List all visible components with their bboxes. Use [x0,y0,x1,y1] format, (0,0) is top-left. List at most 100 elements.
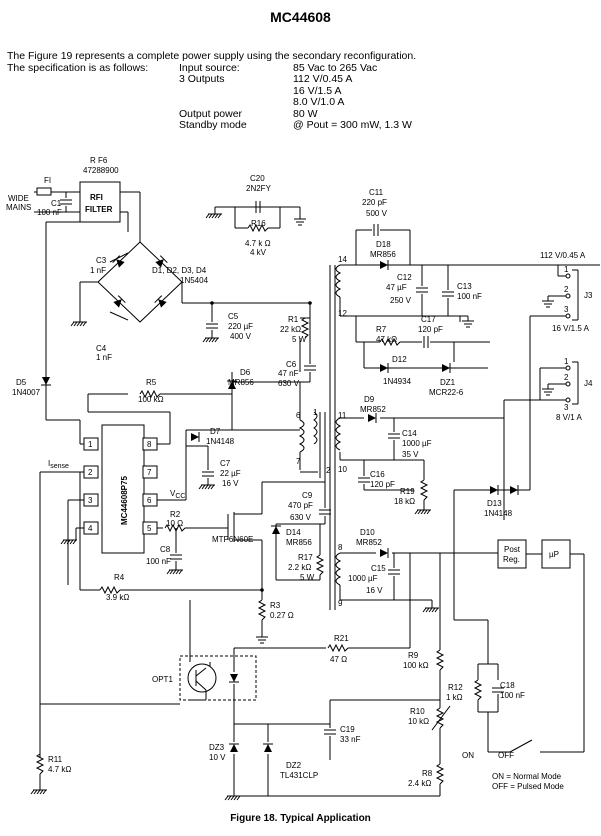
label-r17-value2: 5 W [300,573,315,582]
label-c3-value: 1 nF [90,266,106,275]
label-c19: C19 [340,725,355,734]
bridge-rectifier: C3 1 nF C4 1 nF D1, D2, D3, D4 1N5404 [70,241,310,362]
label-rf6: R F6 [90,156,108,165]
diode-d13 [489,484,499,496]
label-out-8v: 8 V/1 A [556,413,582,422]
resistor-r17 [316,554,324,576]
label-c20: C20 [250,174,265,183]
diode-d14 [270,525,282,535]
label-d12: D12 [392,355,407,364]
label-r11: R11 [48,755,63,764]
label-r10-value: 10 kΩ [408,717,429,726]
label-c1: C1 [51,199,62,208]
label-pin2: 2 [88,468,93,477]
diode-d12 [379,362,389,374]
label-c8-value: 100 nF [146,557,171,566]
label-pin7: 7 [147,468,152,477]
label-r5: R5 [146,378,157,387]
spec-value: 85 Vac to 265 Vac [293,61,378,74]
label-c1-value: 100 nF [37,208,62,217]
label-d18-value: MR856 [370,250,396,259]
label-c11: C11 [369,188,384,197]
label-ic: MC44608P75 [120,476,129,525]
connectors: 112 V/0.45 A 16 V/1.5 A 8 V/1 A J3 J4 1 … [503,251,593,422]
intro-sentence: The Figure 19 represents a complete powe… [7,50,417,62]
standby-control: R7 47 kΩ C17 120 pF D12 1N4934 DZ1 MCR22… [355,315,490,397]
spec-row: The specification is as follows:Input so… [7,61,416,75]
diode-d7 [190,431,200,443]
label-j3-pin1: 1 [564,265,569,274]
label-d10-value: MR852 [356,538,382,547]
label-d1-d4-value: 1N5404 [180,276,209,285]
input-section: FI WIDE MAINS C1 100 nF R F6 47288900 RF… [6,156,141,374]
label-j3-pin2: 2 [564,285,569,294]
page-title: MC44608 [270,9,331,25]
label-w7: 7 [296,457,301,466]
label-d13: D13 [487,499,502,508]
label-pin1: 1 [88,440,93,449]
label-c14: C14 [402,429,417,438]
mode-switch[interactable] [509,739,533,753]
label-c7-value2: 16 V [222,479,239,488]
label-j3: J3 [584,291,593,300]
label-r12-value: 1 kΩ [446,693,463,702]
label-w10: 10 [338,465,347,474]
label-c13-value: 100 nF [457,292,482,301]
resistor-r9 [436,649,444,671]
label-r19: R19 [400,487,415,496]
label-reg: Reg. [503,555,520,564]
spec-name: Input source: [179,61,240,74]
snubber-section: R1 22 kΩ 5 W C6 47 nF 630 V D6 MR856 [226,301,317,430]
spec-value: 112 V/0.45 A [293,73,353,85]
label-c14-value1: 1000 µF [402,439,432,448]
label-r1-value2: 5 W [292,335,307,344]
zener-dz2 [262,743,274,753]
label-rf6-value: 47288900 [83,166,119,175]
label-r1-value1: 22 kΩ [280,325,301,334]
label-c15-value1: 1000 µF [348,574,378,583]
mosfet-section: MTP6N60E C9 470 pF 630 V D14 MR856 R17 2… [79,472,332,644]
label-out-112v: 112 V/0.45 A [540,251,586,260]
diode-d9 [367,412,377,424]
label-opt1: OPT1 [152,675,173,684]
c5-section: C5 220 µF 400 V [202,301,253,343]
label-c9-value2: 630 V [290,513,312,522]
label-w9: 9 [338,599,343,608]
label-out-16v: 16 V/1.5 A [552,324,590,333]
label-post: Post [504,545,521,554]
label-c17: C17 [421,315,436,324]
post-regulator-box [497,539,527,569]
spec-row: Standby mode@ Pout = 300 mW, 1.3 W [7,119,416,132]
label-j4: J4 [584,379,593,388]
label-r10: R10 [410,707,425,716]
label-d14-value: MR856 [286,538,312,547]
intro-block: The Figure 19 represents a complete powe… [7,50,417,132]
capacitor-c17 [423,335,429,349]
spec-name: 3 Outputs [179,73,225,85]
label-dz1-value: MCR22-6 [429,388,464,397]
label-off-mode: OFF = Pulsed Mode [492,782,564,791]
spec-value: @ Pout = 300 mW, 1.3 W [293,119,412,131]
label-r9-value: 100 kΩ [403,661,429,670]
label-r4: R4 [114,573,125,582]
capacitor-c19 [323,729,337,735]
label-filter: FILTER [85,205,113,214]
label-j4-pin1: 1 [564,357,569,366]
label-d5: D5 [16,378,27,387]
label-w1: 1 [313,408,318,417]
capacitor-c13 [441,291,455,297]
label-c18-value: 100 nF [500,691,525,700]
output-8v: D10 MR852 C15 1000 µF 16 V 8 9 [335,528,498,613]
spec-row: 16 V/1.5 A [7,85,416,98]
label-r11-value: 4.7 kΩ [48,765,71,774]
ic-mc44608: 1 2 3 4 5 6 7 8 MC44608P75 Isense VCC R2… [39,411,228,720]
label-j3-pin3: 3 [564,305,569,314]
resistor-r8 [436,763,444,785]
label-r19-value: 18 kΩ [394,497,415,506]
label-r12: R12 [448,683,463,692]
label-c4: C4 [96,344,107,353]
label-c5: C5 [228,312,239,321]
label-c19-value: 33 nF [340,735,361,744]
label-r4-value: 3.9 kΩ [106,593,129,602]
